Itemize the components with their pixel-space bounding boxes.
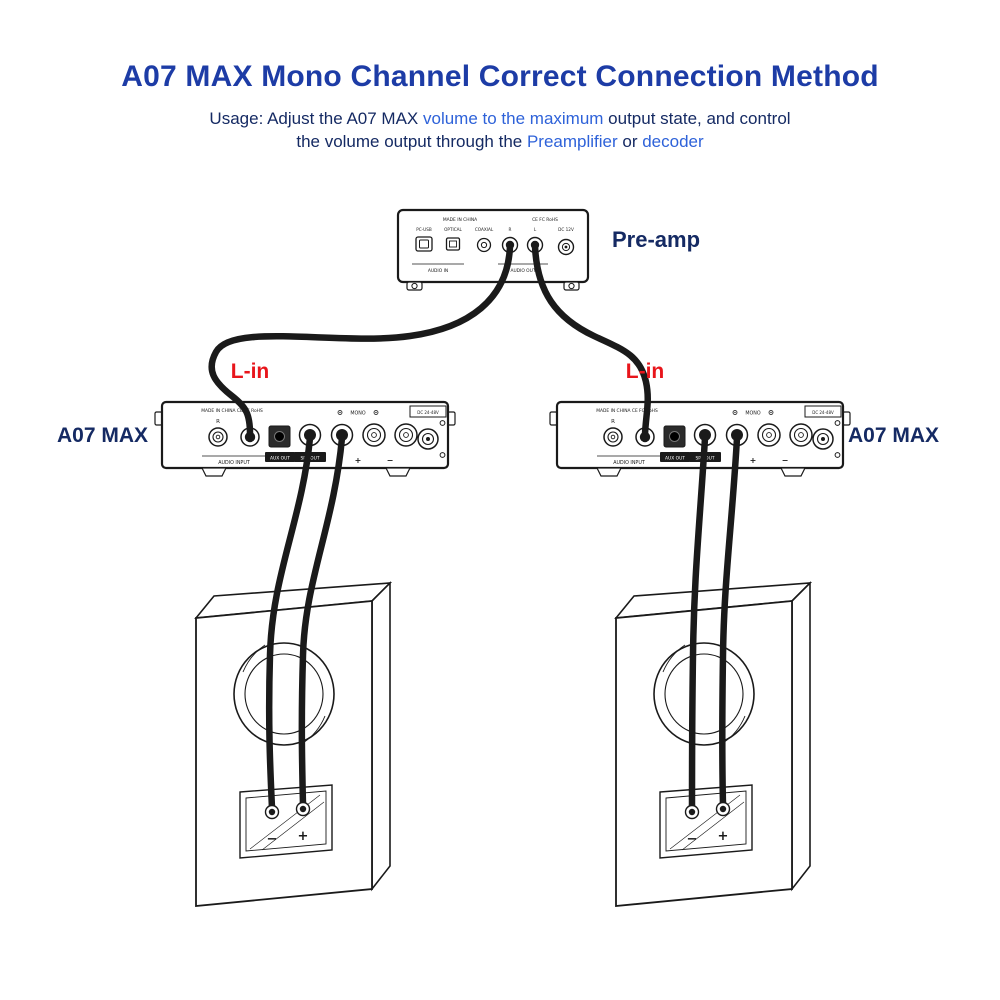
screw-icon xyxy=(834,420,841,426)
cable-left-amp-to-speaker-2 xyxy=(298,434,346,809)
speaker-post-empty xyxy=(362,423,386,447)
amp-mono-label: MONO xyxy=(745,411,761,417)
a07-max-label-right: A07 MAX xyxy=(848,424,940,447)
preamp-l-label: L xyxy=(534,227,537,232)
preamp-optical-label: OPTICAL xyxy=(444,227,462,232)
preamp-audio-out-label: AUDIO OUT xyxy=(510,268,535,274)
preamp-made-in: MADE IN CHINA xyxy=(443,217,477,223)
aux-out-jack-icon xyxy=(663,425,686,448)
amp-minus-label: − xyxy=(782,456,789,465)
optical-port-icon xyxy=(445,237,461,251)
screw-icon xyxy=(411,282,418,290)
amp-made-in: MADE IN CHINA CE FC RoHS xyxy=(201,408,263,414)
speaker-front-face xyxy=(195,600,373,907)
amp-right-panel: MADE IN CHINA CE FC RoHS R L AUDIO INPUT… xyxy=(549,400,851,477)
cable-right-amp-to-speaker-2 xyxy=(719,434,741,809)
speaker-left xyxy=(194,581,393,907)
amp-r-label: R xyxy=(611,419,615,425)
amp-aux-out-label: AUX OUT xyxy=(270,456,290,462)
subtitle-text: output state, and control xyxy=(603,109,791,128)
rca-jack-r-empty xyxy=(603,427,623,447)
cable-left-amp-to-speaker-1 xyxy=(265,434,314,812)
page-title: A07 MAX Mono Channel Correct Connection … xyxy=(121,60,879,93)
speaker-side-face xyxy=(791,581,811,892)
subtitle-text: the volume output through the xyxy=(296,132,527,151)
amp-made-in: MADE IN CHINA CE FC RoHS xyxy=(596,408,658,414)
amp-foot xyxy=(201,467,227,477)
aux-out-jack-icon xyxy=(268,425,291,448)
cable-preamp-to-right-amp xyxy=(531,242,651,438)
terminal-minus-label: − xyxy=(267,832,278,847)
screw-icon xyxy=(439,452,446,458)
a07-max-label-left: A07 MAX xyxy=(56,424,148,447)
subtitle-text: or xyxy=(617,132,643,151)
speaker-post-empty xyxy=(789,423,813,447)
preamp-r-label: R xyxy=(509,227,512,232)
rca-jack-r-empty xyxy=(208,427,228,447)
speaker-post-empty xyxy=(757,423,781,447)
l-in-label-left: L-in xyxy=(230,360,270,383)
speaker-side-face xyxy=(371,581,391,892)
preamp-label: Pre-amp xyxy=(612,227,701,252)
preamp-audio-in-label: AUDIO IN xyxy=(428,268,448,274)
speaker-right-terminals: − + xyxy=(684,801,731,847)
cable-preamp-to-left-amp xyxy=(208,242,514,438)
amp-audio-input-label: AUDIO INPUT xyxy=(218,460,250,466)
subtitle-highlight: Preamplifier xyxy=(526,132,618,151)
amp-plus-label: + xyxy=(355,456,362,465)
terminal-minus-label: − xyxy=(687,832,698,847)
amp-plus-label: + xyxy=(750,456,757,465)
screw-icon xyxy=(439,420,446,426)
dc-jack-icon xyxy=(417,428,439,450)
screw-icon xyxy=(568,282,575,290)
coaxial-jack-icon xyxy=(476,237,492,253)
preamp-coaxial-label: COAXIAL xyxy=(475,227,494,232)
subtitle-text: Usage: Adjust the A07 MAX xyxy=(209,109,423,128)
subtitle-highlight: volume to the maximum xyxy=(423,109,604,128)
header: A07 MAX Mono Channel Correct Connection … xyxy=(0,60,1000,153)
usb-port-icon xyxy=(415,236,433,252)
preamp-usb-label: PC-USB xyxy=(416,227,432,232)
amp-left-panel: MADE IN CHINA CE FC RoHS R L AUDIO INPUT… xyxy=(154,400,456,477)
amp-minus-label: − xyxy=(387,456,394,465)
amp-audio-input-label: AUDIO INPUT xyxy=(613,460,645,466)
woofer-icon xyxy=(653,642,755,746)
terminal-plate xyxy=(659,784,753,859)
amp-mono-label: MONO xyxy=(350,411,366,417)
l-in-label-right: L-in xyxy=(625,360,665,383)
subtitle-highlight: decoder xyxy=(642,132,704,151)
speaker-right xyxy=(614,581,813,907)
woofer-icon xyxy=(233,642,335,746)
speaker-post-empty xyxy=(394,423,418,447)
preamp-panel: MADE IN CHINA CE FC RoHS DC 12V PC-USB O… xyxy=(396,208,590,291)
terminal-plus-label: + xyxy=(298,829,309,844)
terminal-plate xyxy=(239,784,333,859)
amp-foot xyxy=(596,467,622,477)
speaker-left-terminals: − + xyxy=(264,801,311,847)
amp-dc-label: DC 24-48V xyxy=(812,410,834,415)
cable-right-amp-to-speaker-1 xyxy=(688,434,709,812)
amp-aux-out-label: AUX OUT xyxy=(665,456,685,462)
screw-icon xyxy=(834,452,841,458)
amp-r-label: R xyxy=(216,419,220,425)
speaker-front-face xyxy=(615,600,793,907)
dc-jack-icon xyxy=(812,428,834,450)
terminal-plus-label: + xyxy=(718,829,729,844)
amp-foot xyxy=(385,467,411,477)
dc-jack-icon xyxy=(557,238,575,256)
amp-foot xyxy=(780,467,806,477)
preamp-certs: CE FC RoHS xyxy=(532,217,558,223)
preamp-dc-label: DC 12V xyxy=(558,227,574,232)
usage-subtitle: Usage: Adjust the A07 MAX volume to the … xyxy=(0,107,1000,153)
amp-dc-label: DC 24-48V xyxy=(417,410,439,415)
